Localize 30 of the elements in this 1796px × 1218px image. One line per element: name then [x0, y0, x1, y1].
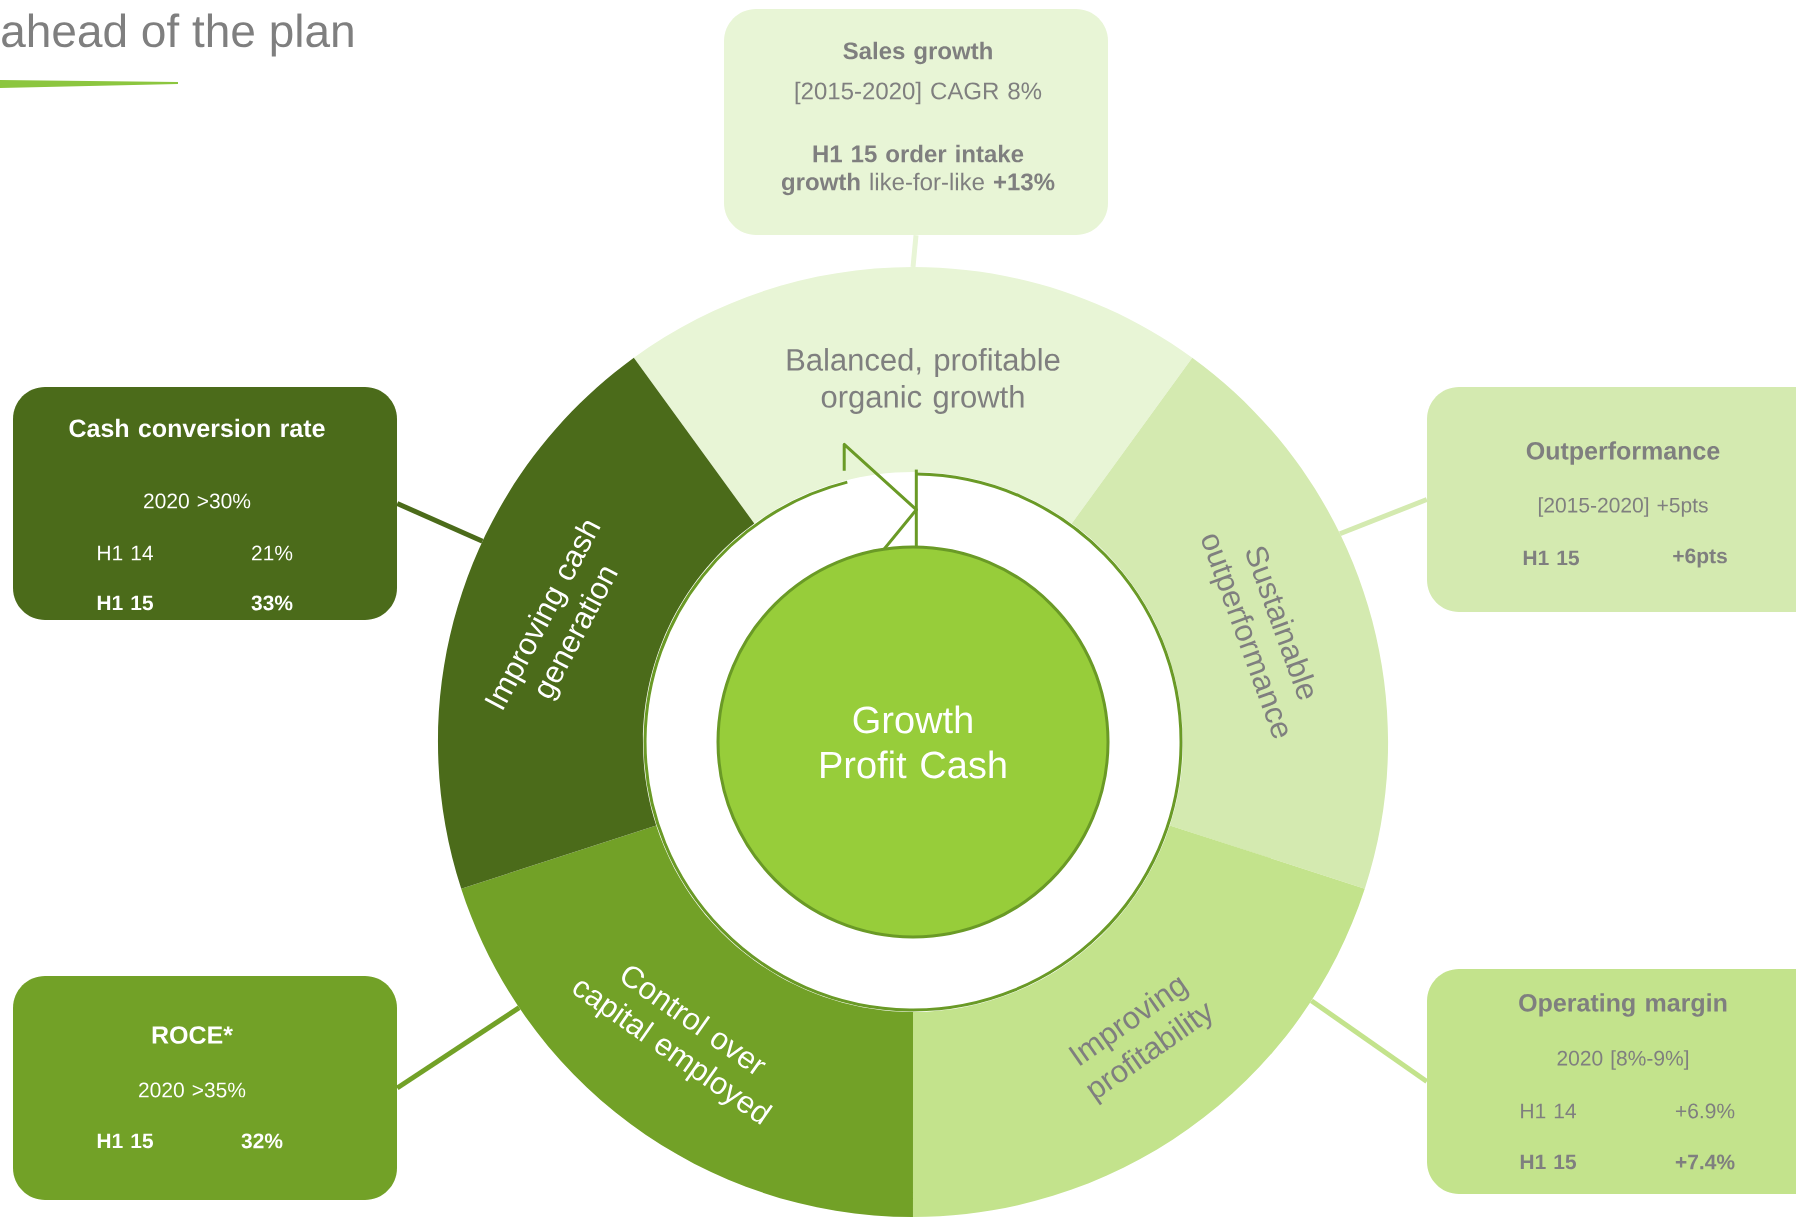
box-text: H1 14 — [98, 545, 153, 561]
box-heading: ROCE* — [152, 1026, 233, 1044]
box-text: H1 15 — [97, 1133, 153, 1149]
title: ahead of the plan — [2, 13, 353, 57]
box-heading: Outperformance — [1526, 441, 1720, 465]
box-heading: Cash conversion rate — [69, 418, 325, 438]
box-text: 2020 >35% — [139, 1082, 246, 1098]
box-text: [2015-2020] +5pts — [1539, 497, 1708, 517]
box-text: 32% — [241, 1133, 283, 1149]
box-text: +7.4% — [1675, 1154, 1735, 1170]
leader-line — [1309, 998, 1429, 1084]
leader-line — [1339, 497, 1428, 537]
box-text: 2020 >30% — [144, 493, 251, 509]
box-text: 2020 [8%-9%] — [1557, 1050, 1689, 1070]
ring-segment: Balanced, profitable organic growth — [633, 267, 1193, 524]
box-heading: Sales growth — [843, 41, 992, 65]
box-text: H1 15 — [1523, 550, 1579, 566]
box-text: H1 15 — [1520, 1154, 1576, 1170]
box-text: 21% — [252, 545, 293, 561]
box-text: +6pts — [1673, 548, 1727, 568]
box-text: H1 15 — [97, 595, 153, 611]
box-text: +6.9% — [1676, 1103, 1735, 1119]
leader-line — [396, 501, 484, 544]
leader-line — [395, 1005, 521, 1091]
leader-line — [910, 234, 919, 268]
box-heading: Operating margin — [1519, 993, 1727, 1017]
box-text: 33% — [251, 595, 293, 611]
box-text: [2015-2020] CAGR 8% — [795, 81, 1042, 105]
box-text: H1 15 order intake growth like-for-like +13% — [781, 144, 1055, 196]
box-text: H1 14 — [1521, 1103, 1576, 1119]
